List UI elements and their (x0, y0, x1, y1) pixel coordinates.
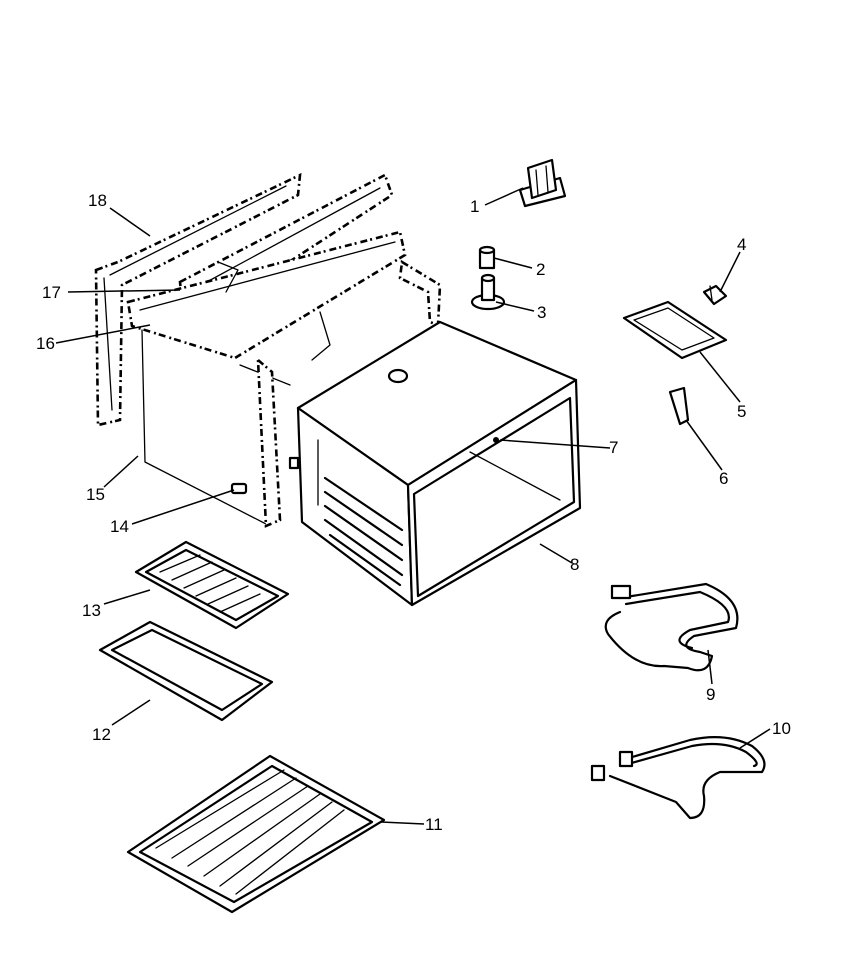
oven-liner-wrap (141, 259, 442, 528)
part-3-knob (470, 273, 506, 311)
part-13-broil-grid (134, 540, 290, 630)
callout-5: 5 (737, 402, 746, 421)
callout-11: 11 (425, 815, 443, 834)
callout-7: 7 (609, 438, 618, 457)
part-11-oven-rack (126, 754, 386, 914)
vent-hole-icon (387, 368, 409, 384)
oven-cavity (288, 320, 582, 607)
callout-3: 3 (537, 303, 546, 322)
part-10-broil-element (590, 736, 766, 820)
callout-12: 12 (92, 725, 111, 744)
part-12-drip-pan (98, 620, 274, 722)
part-4-clip (702, 284, 728, 306)
leader-lines (55, 187, 771, 825)
callout-6: 6 (719, 469, 728, 488)
callout-8: 8 (570, 555, 579, 574)
callout-13: 13 (82, 601, 101, 620)
part-9-bake-element (604, 582, 739, 672)
callout-17: 17 (42, 283, 61, 302)
part-6-bracket (668, 386, 690, 426)
callout-10: 10 (772, 719, 791, 738)
callout-4: 4 (737, 235, 746, 254)
callout-15: 15 (86, 485, 105, 504)
callout-9: 9 (706, 685, 715, 704)
part-2-pin (478, 245, 496, 270)
insulation-left-side (94, 172, 302, 427)
callout-18: 18 (88, 191, 107, 210)
insulation-front-top (126, 230, 407, 360)
callout-1: 1 (470, 197, 479, 216)
callout-14: 14 (110, 517, 129, 536)
part-1-bracket (518, 158, 567, 208)
callout-2: 2 (536, 260, 545, 279)
part-5-tray (622, 300, 728, 360)
liner-tab-icon (230, 482, 248, 495)
callouts: 1 2 3 4 5 6 7 8 9 10 11 12 13 14 15 16 1… (36, 191, 791, 834)
callout-16: 16 (36, 334, 55, 353)
